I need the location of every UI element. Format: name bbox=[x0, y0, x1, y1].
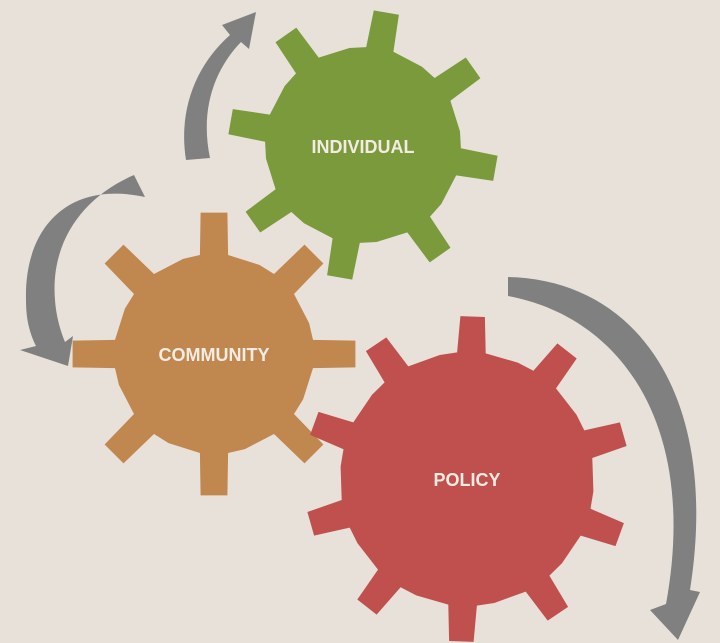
curved-arrow-down-icon bbox=[508, 277, 700, 640]
top-arrow bbox=[184, 12, 256, 160]
curved-arrow-up-right-icon bbox=[184, 12, 256, 160]
gear-label-community: COMMUNITY bbox=[159, 345, 270, 365]
gear-icon bbox=[228, 10, 498, 280]
gear-label-policy: POLICY bbox=[433, 470, 500, 490]
gear-community: COMMUNITY bbox=[72, 212, 356, 496]
curved-arrow-down-left-icon bbox=[20, 175, 145, 366]
gear-individual: INDIVIDUAL bbox=[228, 10, 498, 280]
gear-policy: POLICY bbox=[307, 316, 627, 642]
gear-icon bbox=[307, 316, 627, 642]
gear-label-individual: INDIVIDUAL bbox=[312, 137, 415, 157]
right-arrow bbox=[508, 277, 700, 640]
left-arrow bbox=[20, 175, 145, 366]
gear-icon bbox=[72, 212, 356, 496]
